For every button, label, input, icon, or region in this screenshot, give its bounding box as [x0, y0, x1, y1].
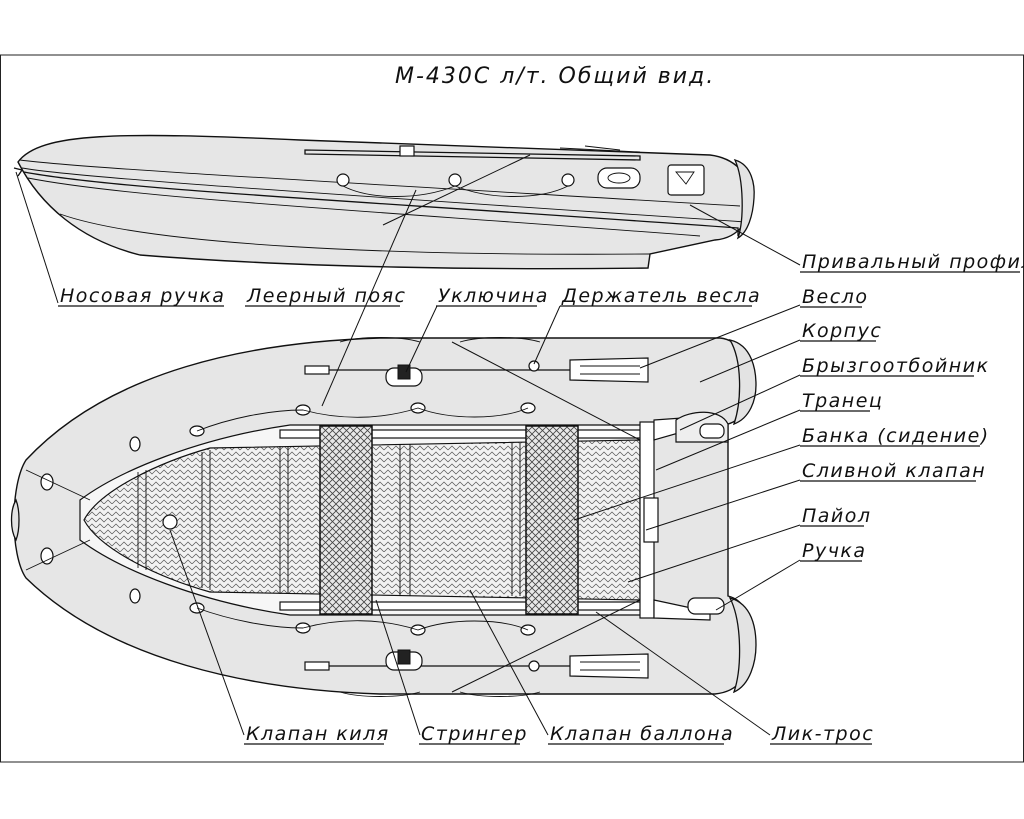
label-handle: Ручка [802, 540, 867, 562]
drawing-title: М-430С л/т. Общий вид. [395, 64, 715, 89]
top-view [10, 337, 757, 697]
side-view [13, 134, 755, 270]
label-drain-valve: Сливной клапан [802, 460, 986, 482]
label-rub-strake: Привальный профиль [802, 251, 1024, 273]
label-hull: Корпус [802, 320, 882, 342]
label-oar-holder: Держатель весла [561, 285, 761, 307]
label-tube-valve: Клапан баллона [550, 723, 734, 745]
label-stringer: Стрингер [421, 723, 528, 745]
labels: Носовая ручка Леерный пояс Уключина Держ… [58, 251, 1024, 745]
label-floor: Пайол [802, 505, 872, 527]
label-splash-guard: Брызгоотбойник [802, 355, 989, 377]
label-bow-handle: Носовая ручка [60, 285, 225, 307]
label-bolt-rope: Лик-трос [771, 723, 874, 745]
leader-lines [15, 171, 801, 736]
label-transom: Транец [802, 390, 883, 412]
label-seat: Банка (сидение) [802, 425, 990, 447]
label-keel-valve: Клапан киля [246, 723, 390, 745]
label-oarlock: Уключина [438, 285, 549, 307]
label-oar: Весло [802, 286, 868, 308]
label-lifeline: Леерный пояс [246, 285, 406, 307]
